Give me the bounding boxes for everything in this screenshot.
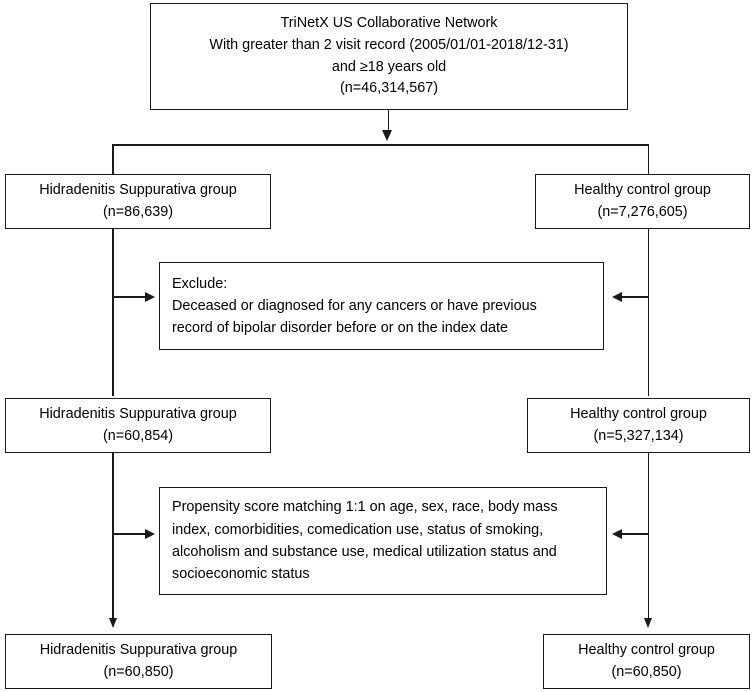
connector-hs-initial-to-hs-excluded — [112, 229, 114, 396]
connector-control-to-matching — [622, 533, 648, 535]
control-matched-label: Healthy control group — [578, 641, 715, 658]
source-cohort-line-4: (n=46,314,567) — [339, 80, 438, 97]
node-control-initial: Healthy control group (n=7,276,605) — [535, 174, 750, 229]
connector-hs-to-exclusion — [113, 296, 146, 298]
matching-line-3: alcoholism and substance use, medical ut… — [172, 544, 557, 560]
arrowhead-control-matched-icon — [644, 618, 652, 628]
control-excluded-label: Healthy control group — [570, 405, 707, 422]
node-control-matched: Healthy control group (n=60,850) — [543, 634, 750, 689]
node-exclusion-criteria: Exclude: Deceased or diagnosed for any c… — [159, 262, 604, 350]
control-matched-count: (n=60,850) — [611, 663, 682, 680]
exclusion-line-1: Exclude: — [172, 275, 228, 292]
connector-hs-to-matching — [113, 533, 146, 535]
connector-split-to-hs-initial — [112, 144, 114, 175]
arrowhead-control-to-exclusion-icon — [612, 292, 622, 302]
arrowhead-hs-matched-icon — [108, 618, 117, 628]
control-initial-label: Healthy control group — [574, 181, 711, 198]
connector-control-excluded-to-control-matched — [647, 453, 650, 621]
node-hs-initial: Hidradenitis Suppurativa group (n=86,639… — [5, 174, 271, 229]
arrowhead-source-to-split-icon — [382, 130, 392, 141]
arrowhead-control-to-matching-icon — [612, 529, 622, 539]
control-initial-count: (n=7,276,605) — [597, 203, 688, 220]
source-cohort-line-1: TriNetX US Collaborative Network — [280, 14, 498, 31]
node-control-excluded: Healthy control group (n=5,327,134) — [527, 398, 750, 453]
matching-line-1: Propensity score matching 1:1 on age, se… — [172, 499, 558, 516]
connector-split-to-control-initial — [647, 144, 650, 175]
matching-line-2: index, comorbidities, comedication use, … — [172, 521, 544, 538]
connector-hs-excluded-to-hs-matched — [112, 453, 114, 621]
connector-source-to-split — [387, 110, 390, 132]
matching-line-4: socioeconomic status — [172, 566, 310, 583]
connector-split-bar — [112, 144, 649, 146]
node-hs-excluded: Hidradenitis Suppurativa group (n=60,854… — [5, 398, 271, 453]
exclusion-line-3: record of bipolar disorder before or on … — [172, 320, 508, 337]
exclusion-line-2: Deceased or diagnosed for any cancers or… — [172, 297, 537, 314]
hs-matched-count: (n=60,850) — [103, 663, 174, 680]
node-source-cohort: TriNetX US Collaborative Network With gr… — [150, 3, 628, 110]
control-excluded-count: (n=5,327,134) — [593, 427, 684, 444]
node-hs-matched: Hidradenitis Suppurativa group (n=60,850… — [5, 634, 272, 689]
node-propensity-matching: Propensity score matching 1:1 on age, se… — [159, 487, 607, 595]
hs-initial-label: Hidradenitis Suppurativa group — [39, 181, 237, 198]
connector-control-initial-to-control-excluded — [647, 229, 650, 396]
hs-matched-label: Hidradenitis Suppurativa group — [39, 641, 238, 658]
source-cohort-line-3: and ≥18 years old — [331, 58, 447, 75]
source-cohort-line-2: With greater than 2 visit record (2005/0… — [209, 36, 569, 53]
connector-control-to-exclusion — [622, 296, 648, 298]
arrowhead-hs-to-exclusion-icon — [145, 292, 155, 302]
arrowhead-hs-to-matching-icon — [145, 529, 155, 539]
hs-excluded-count: (n=60,854) — [102, 427, 173, 444]
hs-initial-count: (n=86,639) — [102, 203, 173, 220]
hs-excluded-label: Hidradenitis Suppurativa group — [39, 405, 237, 422]
